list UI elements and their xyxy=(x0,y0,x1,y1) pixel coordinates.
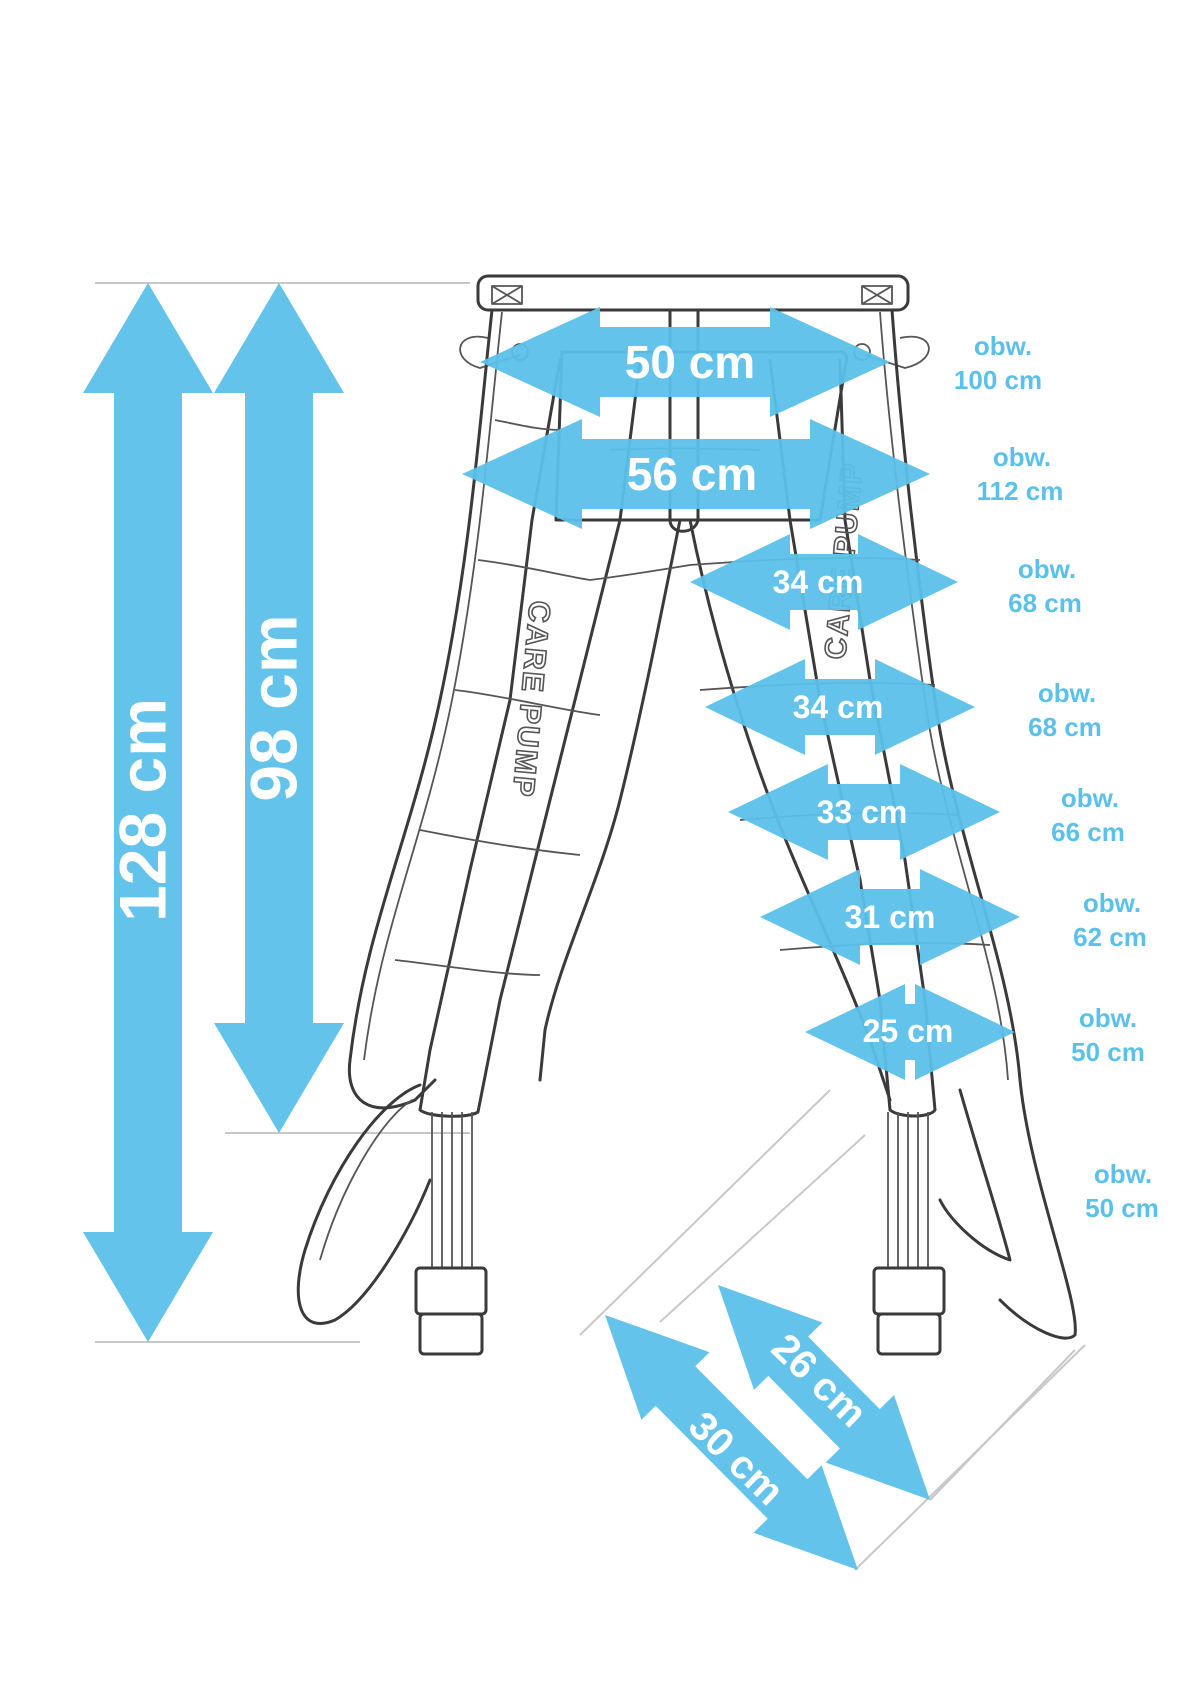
width-arrow-3 xyxy=(690,534,958,630)
circumference-5-value: 66 cm xyxy=(1051,817,1125,847)
circumference-7-value: 50 cm xyxy=(1071,1037,1145,1067)
circumference-foot-value: 50 cm xyxy=(1085,1193,1159,1223)
circumference-1: obw. 100 cm xyxy=(954,331,1042,395)
width-arrow-7 xyxy=(805,984,1015,1080)
width-arrow-6 xyxy=(760,869,1020,965)
circumference-6: obw. 62 cm xyxy=(1073,888,1147,952)
left-tube-connector xyxy=(414,1112,488,1356)
width-label-2: 56 cm xyxy=(627,448,757,500)
width-label-3: 34 cm xyxy=(773,564,864,600)
right-tube-connector xyxy=(872,1112,946,1356)
width-arrow-5 xyxy=(728,764,1000,860)
circumference-2-prefix: obw. xyxy=(993,442,1051,472)
circumference-1-value: 100 cm xyxy=(954,365,1042,395)
circumference-5-prefix: obw. xyxy=(1061,783,1119,813)
foot-diag-outer-arrow xyxy=(605,1315,858,1570)
guide-lines xyxy=(95,282,1086,1571)
circumference-2-value: 112 cm xyxy=(977,476,1064,506)
width-arrow-1 xyxy=(480,307,890,417)
inner-length-label: 98 cm xyxy=(236,614,310,801)
circumference-4-prefix: obw. xyxy=(1038,678,1096,708)
circumference-3: obw. 68 cm xyxy=(1008,554,1082,618)
foot-diag-inner-arrow xyxy=(718,1285,930,1500)
width-arrow-2 xyxy=(462,419,930,529)
measurement-arrows xyxy=(83,283,1020,1570)
circumference-3-value: 68 cm xyxy=(1008,588,1082,618)
circumference-1-prefix: obw. xyxy=(974,331,1032,361)
circumference-5: obw. 66 cm xyxy=(1051,783,1125,847)
circumference-7: obw. 50 cm xyxy=(1071,1003,1145,1067)
total-length-arrow xyxy=(83,283,213,1342)
circumference-foot: obw. 50 cm xyxy=(1085,1159,1159,1223)
circumference-foot-prefix: obw. xyxy=(1094,1159,1152,1189)
width-label-1: 50 cm xyxy=(625,336,755,388)
circumference-3-prefix: obw. xyxy=(1018,554,1076,584)
circumference-6-prefix: obw. xyxy=(1083,888,1141,918)
inner-length-arrow xyxy=(214,283,344,1133)
circumference-6-value: 62 cm xyxy=(1073,922,1147,952)
width-label-7: 25 cm xyxy=(863,1013,954,1049)
circumference-4: obw. 68 cm xyxy=(1028,678,1102,742)
width-label-5: 33 cm xyxy=(817,794,908,830)
circumference-7-prefix: obw. xyxy=(1079,1003,1137,1033)
width-label-4: 34 cm xyxy=(793,689,884,725)
width-label-6: 31 cm xyxy=(845,899,936,935)
total-length-label: 128 cm xyxy=(105,698,179,922)
circumference-2: obw. 112 cm xyxy=(977,442,1064,506)
width-arrow-4 xyxy=(705,659,975,755)
circumference-4-value: 68 cm xyxy=(1028,712,1102,742)
